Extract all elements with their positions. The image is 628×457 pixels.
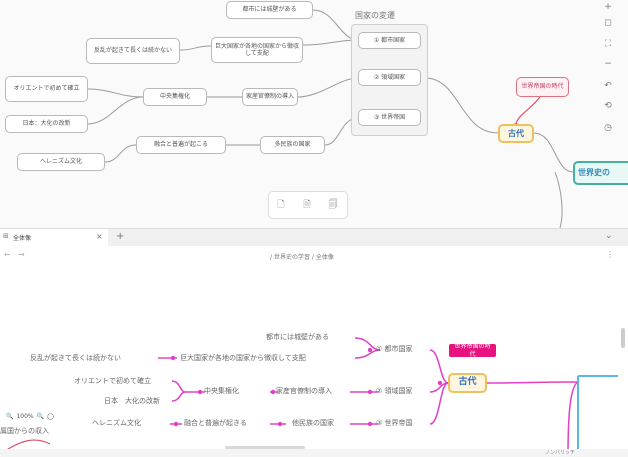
clock-icon[interactable]: ◷ [604, 123, 612, 133]
breadcrumb-current: 全体像 [315, 254, 334, 261]
node-b-ryoiki[interactable]: ② 領域国家 [376, 387, 413, 395]
node-taminzoku[interactable]: 多民族の国家 [260, 136, 325, 154]
back-icon[interactable]: ← [4, 250, 11, 259]
close-icon[interactable]: × [96, 232, 103, 241]
top-connectors [87, 9, 574, 228]
file-text-icon[interactable]: 🗎 [303, 200, 311, 210]
zoom-in-icon[interactable]: 🔍 [36, 412, 45, 420]
horizontal-scrollbar[interactable] [225, 446, 305, 449]
fit-icon[interactable]: ◻ [604, 18, 612, 28]
node-kyodai-kokka[interactable]: 巨大国家が各地の国家から徴収して支配 [211, 37, 303, 63]
node-b-nihon[interactable]: 日本 大化の改新 [104, 397, 160, 405]
node-b-partial[interactable]: 属国からの収入 [0, 427, 49, 435]
node-hanran[interactable]: 反乱が起きて長くは続かない [86, 38, 180, 64]
breadcrumb: / 世界史の学習 / 全体像 [270, 252, 334, 261]
node-toshi-heki[interactable]: 都市には城壁がある [226, 1, 313, 19]
mindmap-editor-pane: ← → / 世界史の学習 / 全体像 ⋮ [0, 246, 628, 457]
node-b-kanryo[interactable]: 家産官僚制の導入 [276, 387, 332, 395]
tab-bar: ⊞ 全体像 × + ⌄ [0, 228, 628, 248]
minus-icon[interactable]: − [604, 59, 612, 69]
breadcrumb-root[interactable]: 世界史の学習 [273, 254, 310, 261]
file-toolbar: 🗋 🗎 🗐 [268, 191, 348, 219]
zoom-level: 100% [16, 412, 34, 420]
expand-icon[interactable]: ⛶ [604, 39, 612, 49]
node-b-hellen[interactable]: ヘレニズム文化 [92, 419, 141, 427]
breadcrumb-sep: / [270, 254, 273, 261]
node-b-orient[interactable]: オリエントで初めて確立 [74, 377, 151, 385]
node-ryoiki-kokka[interactable]: ② 領域国家 [358, 69, 421, 86]
zoom-controls: 🔍 100% 🔍 ◯ [6, 411, 54, 421]
vertical-scrollbar[interactable] [621, 328, 625, 348]
node-b-chuo[interactable]: 中央集権化 [204, 387, 239, 395]
more-icon[interactable]: ⋮ [606, 250, 614, 259]
node-b-kodai[interactable]: 古代 [448, 373, 487, 393]
bottom-connectors [4, 337, 618, 457]
file-export-icon[interactable]: 🗐 [328, 200, 338, 210]
mindmap-preview-pane: 国家の変遷 ① 都市国家 ② 領域国家 ③ 世界帝国 都市には城壁がある 巨大国… [0, 0, 628, 228]
zoom-out-icon[interactable]: 🔍 [6, 412, 14, 420]
node-b-kyodai[interactable]: 巨大国家が各地の国家から徴収して支配 [180, 354, 306, 362]
node-yugo[interactable]: 融合と普遍が起こる [136, 136, 226, 154]
node-sekaishi[interactable]: 世界史の [573, 161, 628, 185]
node-b-taminzoku[interactable]: 他民族の国家 [292, 419, 334, 427]
forward-icon[interactable]: → [18, 250, 25, 259]
group-title: 国家の変遷 [355, 11, 395, 20]
node-nihon[interactable]: 日本：大化の改新 [5, 115, 88, 133]
breadcrumb-sep: / [311, 254, 314, 261]
tab-zentaizo[interactable]: ⊞ 全体像 × [0, 229, 108, 247]
status-text: ノンバリッチ [545, 450, 576, 456]
tab-title: 全体像 [13, 235, 32, 242]
right-toolbar: + ◻ ⛶ − ↶ ⟲ ◷ [599, 0, 617, 138]
link-icon[interactable]: ⟲ [604, 101, 612, 111]
node-b-yugo[interactable]: 融合と普遍が起きる [184, 419, 247, 427]
node-chuo-shuken[interactable]: 中央集権化 [143, 88, 207, 106]
node-toshi-kokka[interactable]: ① 都市国家 [358, 32, 421, 49]
plus-icon[interactable]: + [604, 2, 612, 12]
node-orient[interactable]: オリエントで初めて確立 [5, 76, 88, 102]
tab-add-button[interactable]: + [116, 231, 125, 242]
node-kanryo[interactable]: 家産官僚制の導入 [242, 88, 298, 106]
node-sekai-teikoku-jidai[interactable]: 世界帝国の時代 [516, 77, 569, 97]
node-hellen[interactable]: ヘレニズム文化 [17, 153, 105, 171]
node-b-sekai[interactable]: ③ 世界帝国 [376, 419, 413, 427]
node-b-toshi-kokka[interactable]: ① 都市国家 [376, 345, 413, 353]
status-bar: ノンバリッチ [0, 449, 628, 457]
node-kodai[interactable]: 古代 [498, 124, 534, 143]
mindmap-icon: ⊞ [3, 232, 9, 240]
chevron-down-icon[interactable]: ⌄ [605, 231, 613, 241]
node-b-sekai-jidai[interactable]: 世界帝国の時代 [449, 343, 496, 358]
undo-icon[interactable]: ↶ [604, 81, 612, 91]
node-sekai-teikoku[interactable]: ③ 世界帝国 [358, 109, 421, 126]
file-icon[interactable]: 🗋 [277, 200, 285, 210]
node-b-toshi-heki[interactable]: 都市には城壁がある [266, 333, 329, 341]
node-b-hanran[interactable]: 反乱が起きて長くは続かない [30, 354, 121, 362]
help-icon[interactable]: ◯ [47, 412, 54, 420]
